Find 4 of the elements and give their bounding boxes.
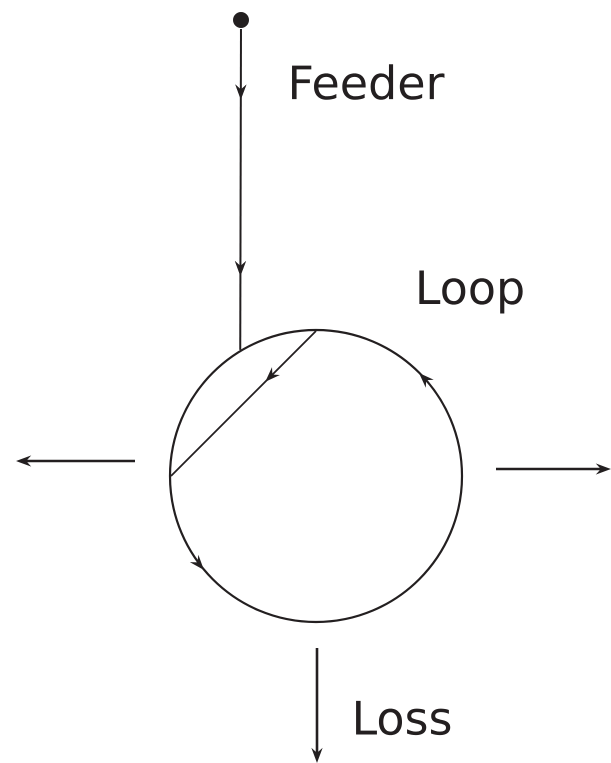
flow-label: Loss	[356, 700, 450, 736]
edge-label: Feeder	[286, 63, 446, 101]
terminal-dot	[233, 12, 249, 28]
node-label: Loop	[419, 270, 523, 314]
